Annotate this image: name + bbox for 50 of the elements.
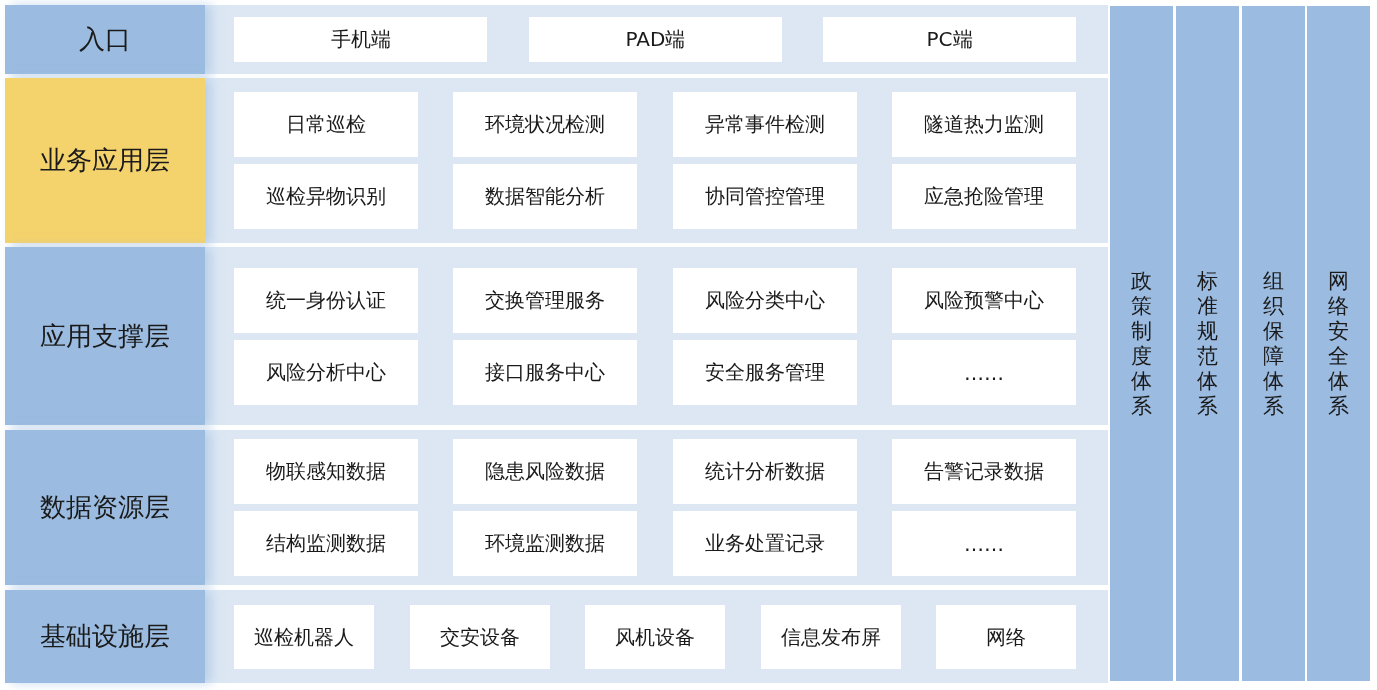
layer-band [5, 590, 1108, 683]
module-box: 交安设备 [410, 605, 550, 669]
module-box: 统计分析数据 [673, 439, 857, 504]
module-box: 隐患风险数据 [453, 439, 637, 504]
pillar-label: 标准规范体系 [1196, 268, 1219, 419]
module-box: 风险预警中心 [892, 268, 1076, 333]
layer-label: 入口 [5, 5, 205, 74]
pillar-label: 网络安全体系 [1327, 268, 1350, 419]
module-box: 业务处置记录 [673, 511, 857, 576]
layer-band [5, 247, 1108, 425]
pillar-band [1307, 6, 1370, 681]
module-box: 结构监测数据 [234, 511, 418, 576]
module-box: 数据智能分析 [453, 164, 637, 229]
module-box: 网络 [936, 605, 1076, 669]
pillar-label: 组织保障体系 [1262, 268, 1285, 419]
module-box: 巡检异物识别 [234, 164, 418, 229]
module-box: 协同管控管理 [673, 164, 857, 229]
module-box: PAD端 [529, 17, 782, 62]
layer-label: 应用支撑层 [5, 247, 205, 425]
module-box: 隧道热力监测 [892, 92, 1076, 157]
module-box: 环境状况检测 [453, 92, 637, 157]
module-box: 接口服务中心 [453, 340, 637, 405]
module-box: 环境监测数据 [453, 511, 637, 576]
module-box: …… [892, 340, 1076, 405]
layer-band [5, 78, 1108, 243]
module-box: PC端 [823, 17, 1076, 62]
pillar-band [1176, 6, 1239, 681]
module-box: 信息发布屏 [761, 605, 901, 669]
module-box: 风机设备 [585, 605, 725, 669]
layer-label: 数据资源层 [5, 430, 205, 585]
pillar-band [1242, 6, 1305, 681]
pillar-label: 政策制度体系 [1130, 268, 1153, 419]
module-box: 统一身份认证 [234, 268, 418, 333]
module-box: 风险分类中心 [673, 268, 857, 333]
layer-band [5, 5, 1108, 74]
layer-band [5, 430, 1108, 585]
module-box: 日常巡检 [234, 92, 418, 157]
pillar-band [1110, 6, 1173, 681]
module-box: 应急抢险管理 [892, 164, 1076, 229]
module-box: 手机端 [234, 17, 487, 62]
module-box: 巡检机器人 [234, 605, 374, 669]
layer-label: 基础设施层 [5, 590, 205, 683]
layer-label: 业务应用层 [5, 78, 205, 243]
module-box: 交换管理服务 [453, 268, 637, 333]
module-box: 异常事件检测 [673, 92, 857, 157]
module-box: 告警记录数据 [892, 439, 1076, 504]
module-box: …… [892, 511, 1076, 576]
module-box: 安全服务管理 [673, 340, 857, 405]
module-box: 物联感知数据 [234, 439, 418, 504]
module-box: 风险分析中心 [234, 340, 418, 405]
